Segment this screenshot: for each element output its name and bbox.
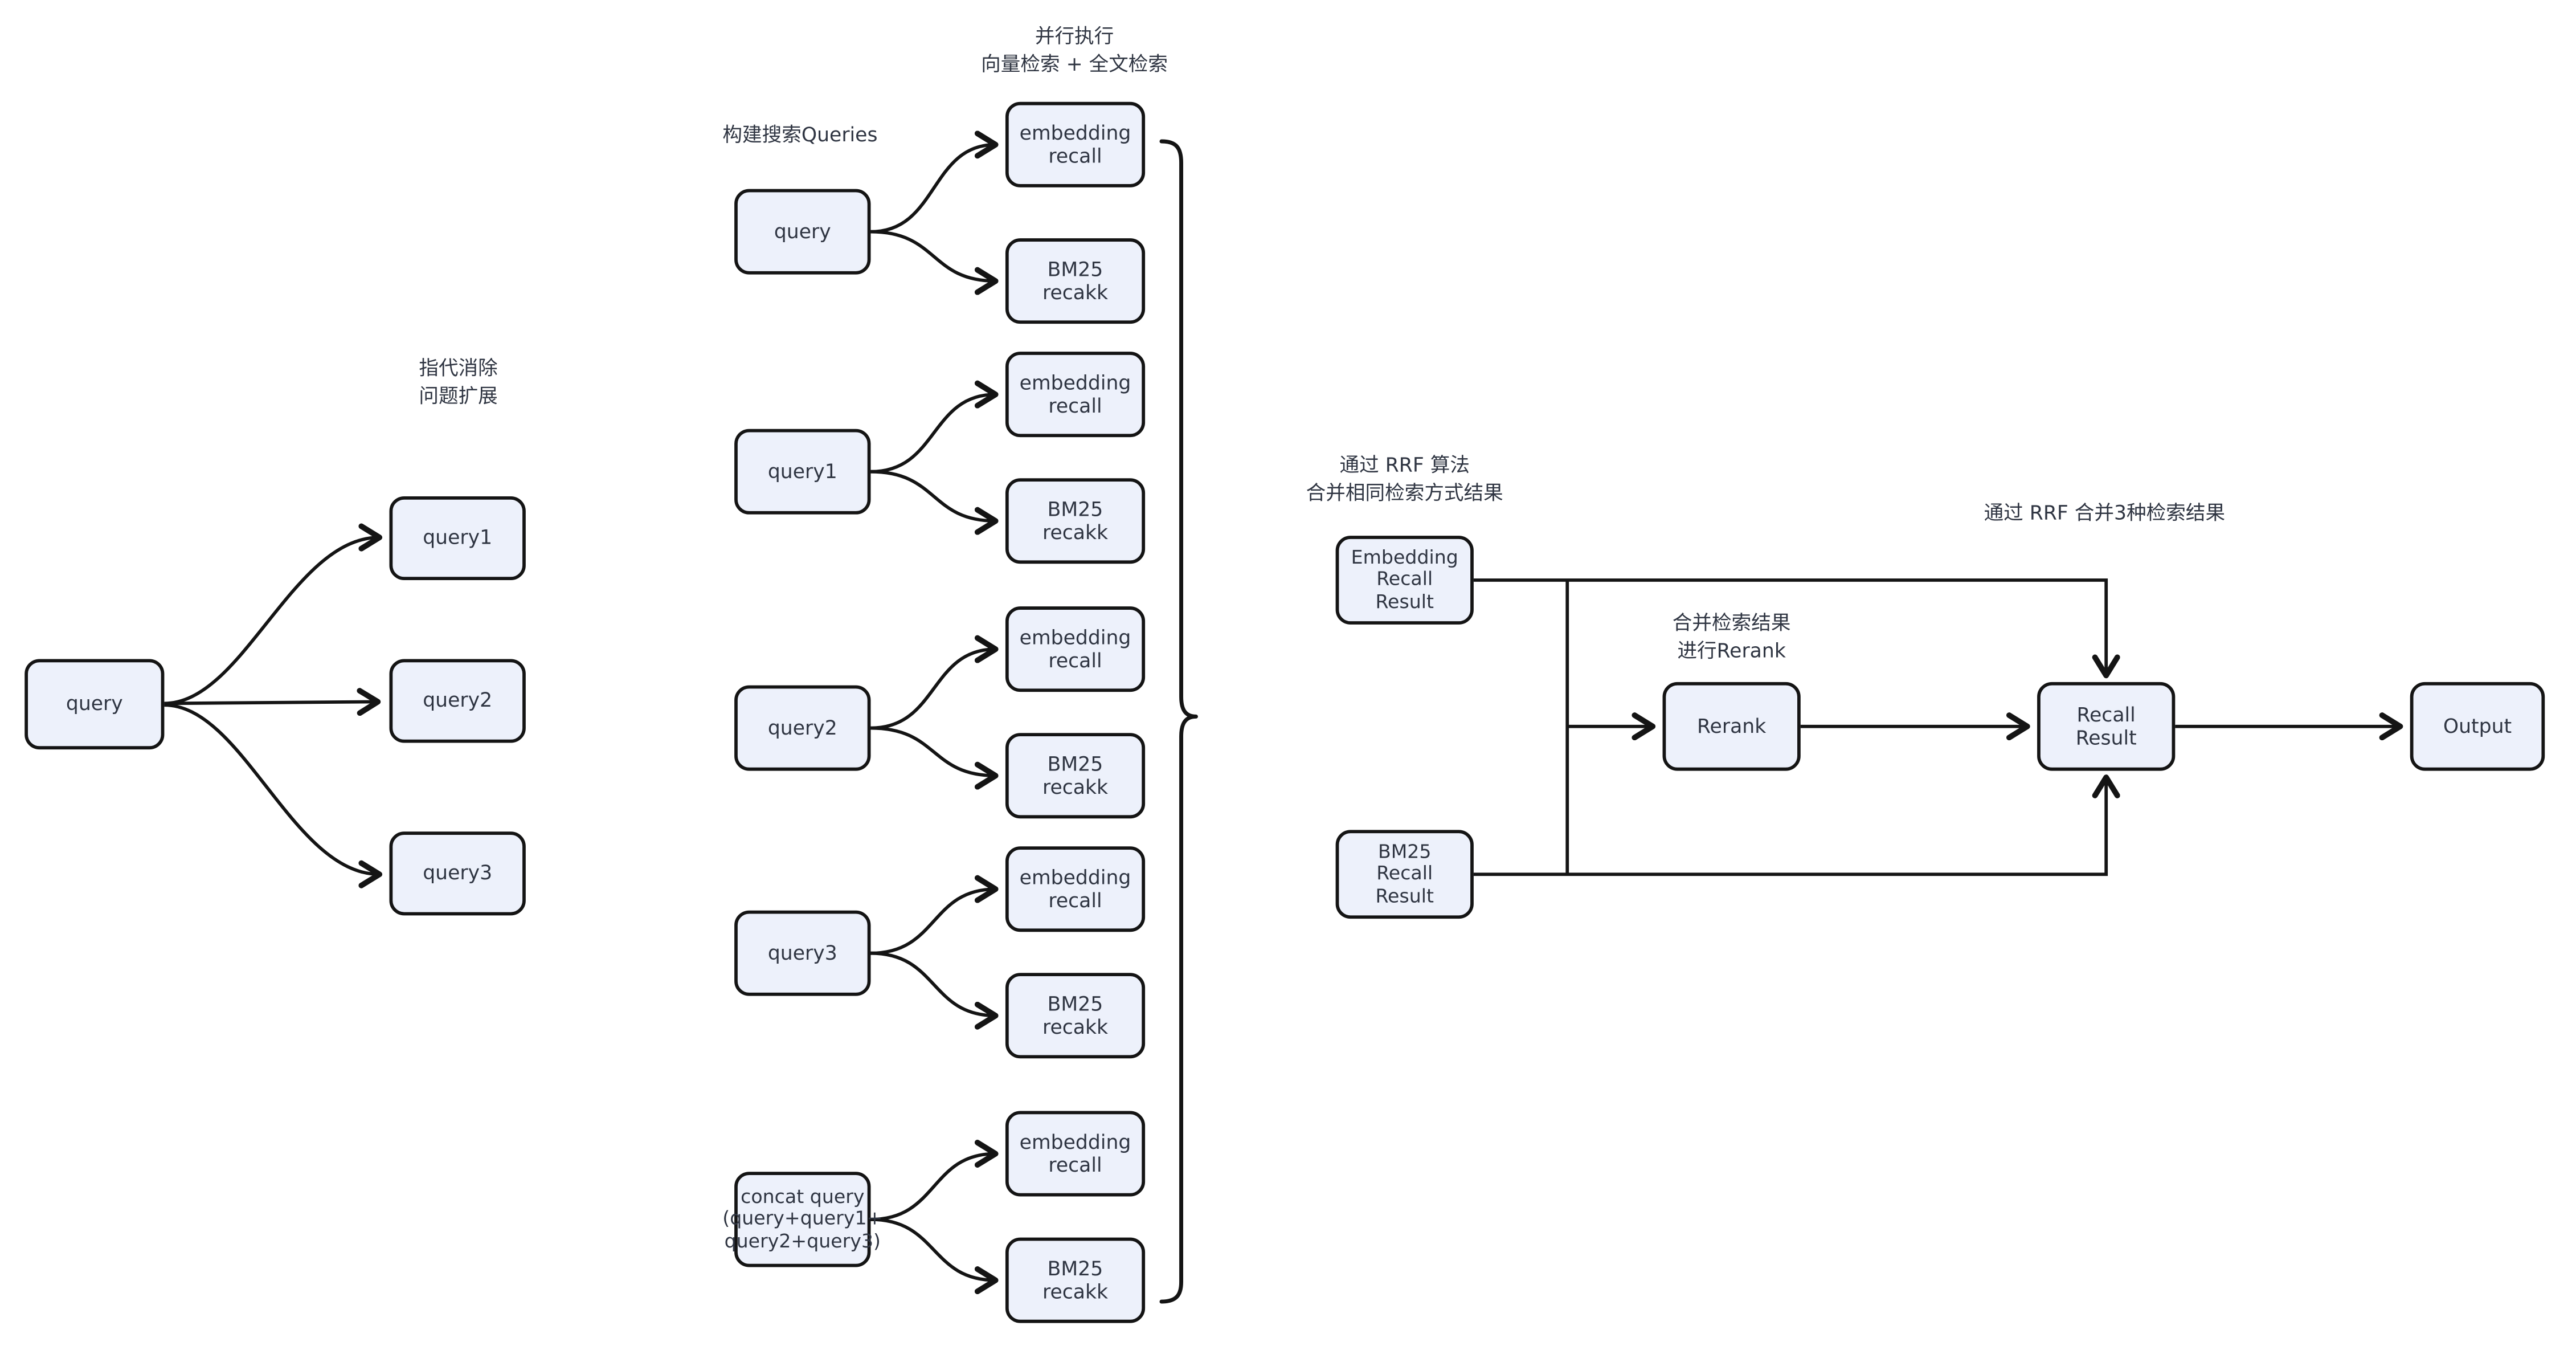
arrow-mquery2-to-embedding3 xyxy=(870,635,999,730)
arrow-mquery2-to-bm253 xyxy=(870,726,999,790)
arrow-query-to-query2 xyxy=(167,688,381,716)
node-bm25-recall-5: BM25 recakk xyxy=(1005,1237,1146,1323)
node-bm25-recall-result: BM25 Recall Result xyxy=(1335,830,1474,919)
arrow-mquery3-to-embedding4 xyxy=(870,875,999,955)
node-search-query1: query1 xyxy=(734,429,871,515)
arrow-query-to-query3 xyxy=(164,703,383,888)
node-bm25-recall-2: BM25 recakk xyxy=(1005,478,1146,564)
node-embedding-recall-result: Embedding Recall Result xyxy=(1335,536,1474,625)
label-rrf-merge-three-results: 通过 RRF 合并3种检索结果 xyxy=(1984,501,2226,524)
node-query1-expanded: query1 xyxy=(389,496,526,581)
node-embedding-recall-3: embedding recall xyxy=(1005,606,1146,692)
arrow-concat-to-bm255 xyxy=(870,1217,999,1295)
arrow-query-to-query1 xyxy=(164,523,383,705)
arrow-mquery1-to-bm252 xyxy=(870,470,999,535)
node-search-query3: query3 xyxy=(734,910,871,996)
node-search-query: query xyxy=(734,189,871,275)
node-bm25-recall-3: BM25 recakk xyxy=(1005,733,1146,819)
node-search-query2: query2 xyxy=(734,685,871,771)
line-bm25-result-to-recall-result-bottom xyxy=(1473,774,2120,876)
node-bm25-recall-1: BM25 recakk xyxy=(1005,238,1146,324)
node-embedding-recall-4: embedding recall xyxy=(1005,846,1146,932)
line-embedding-result-to-recall-result-top xyxy=(1473,578,2120,679)
arrow-mquery-to-embedding1 xyxy=(870,130,999,234)
arrow-mquery1-to-embedding2 xyxy=(870,380,999,474)
node-output: Output xyxy=(2410,682,2545,771)
node-concat-query: concat query (query+query1+ query2+query… xyxy=(722,1172,882,1267)
label-rrf-merge-same-method: 通过 RRF 算法 合并相同检索方式结果 xyxy=(1306,453,1503,504)
label-coreference-expansion: 指代消除 问题扩展 xyxy=(419,356,498,407)
label-merge-and-rerank: 合并检索结果 进行Rerank xyxy=(1672,611,1791,662)
label-parallel-execution: 并行执行 向量检索 + 全文检索 xyxy=(981,25,1168,76)
label-build-search-queries: 构建搜索Queries xyxy=(722,123,878,146)
curly-brace xyxy=(1159,139,1198,1304)
node-embedding-recall-5: embedding recall xyxy=(1005,1111,1146,1197)
node-recall-result: Recall Result xyxy=(2037,682,2176,771)
node-query3-expanded: query3 xyxy=(389,831,526,916)
arrow-mquery-to-bm251 xyxy=(870,230,999,295)
arrow-mquery3-to-bm254 xyxy=(870,951,999,1030)
node-embedding-recall-1: embedding recall xyxy=(1005,101,1146,187)
node-query2-expanded: query2 xyxy=(389,659,526,743)
arrow-concat-to-embedding5 xyxy=(870,1140,999,1221)
node-bm25-recall-4: BM25 recakk xyxy=(1005,973,1146,1059)
node-rerank: Rerank xyxy=(1662,682,1801,771)
node-query-source: query xyxy=(24,659,165,750)
node-embedding-recall-2: embedding recall xyxy=(1005,352,1146,438)
